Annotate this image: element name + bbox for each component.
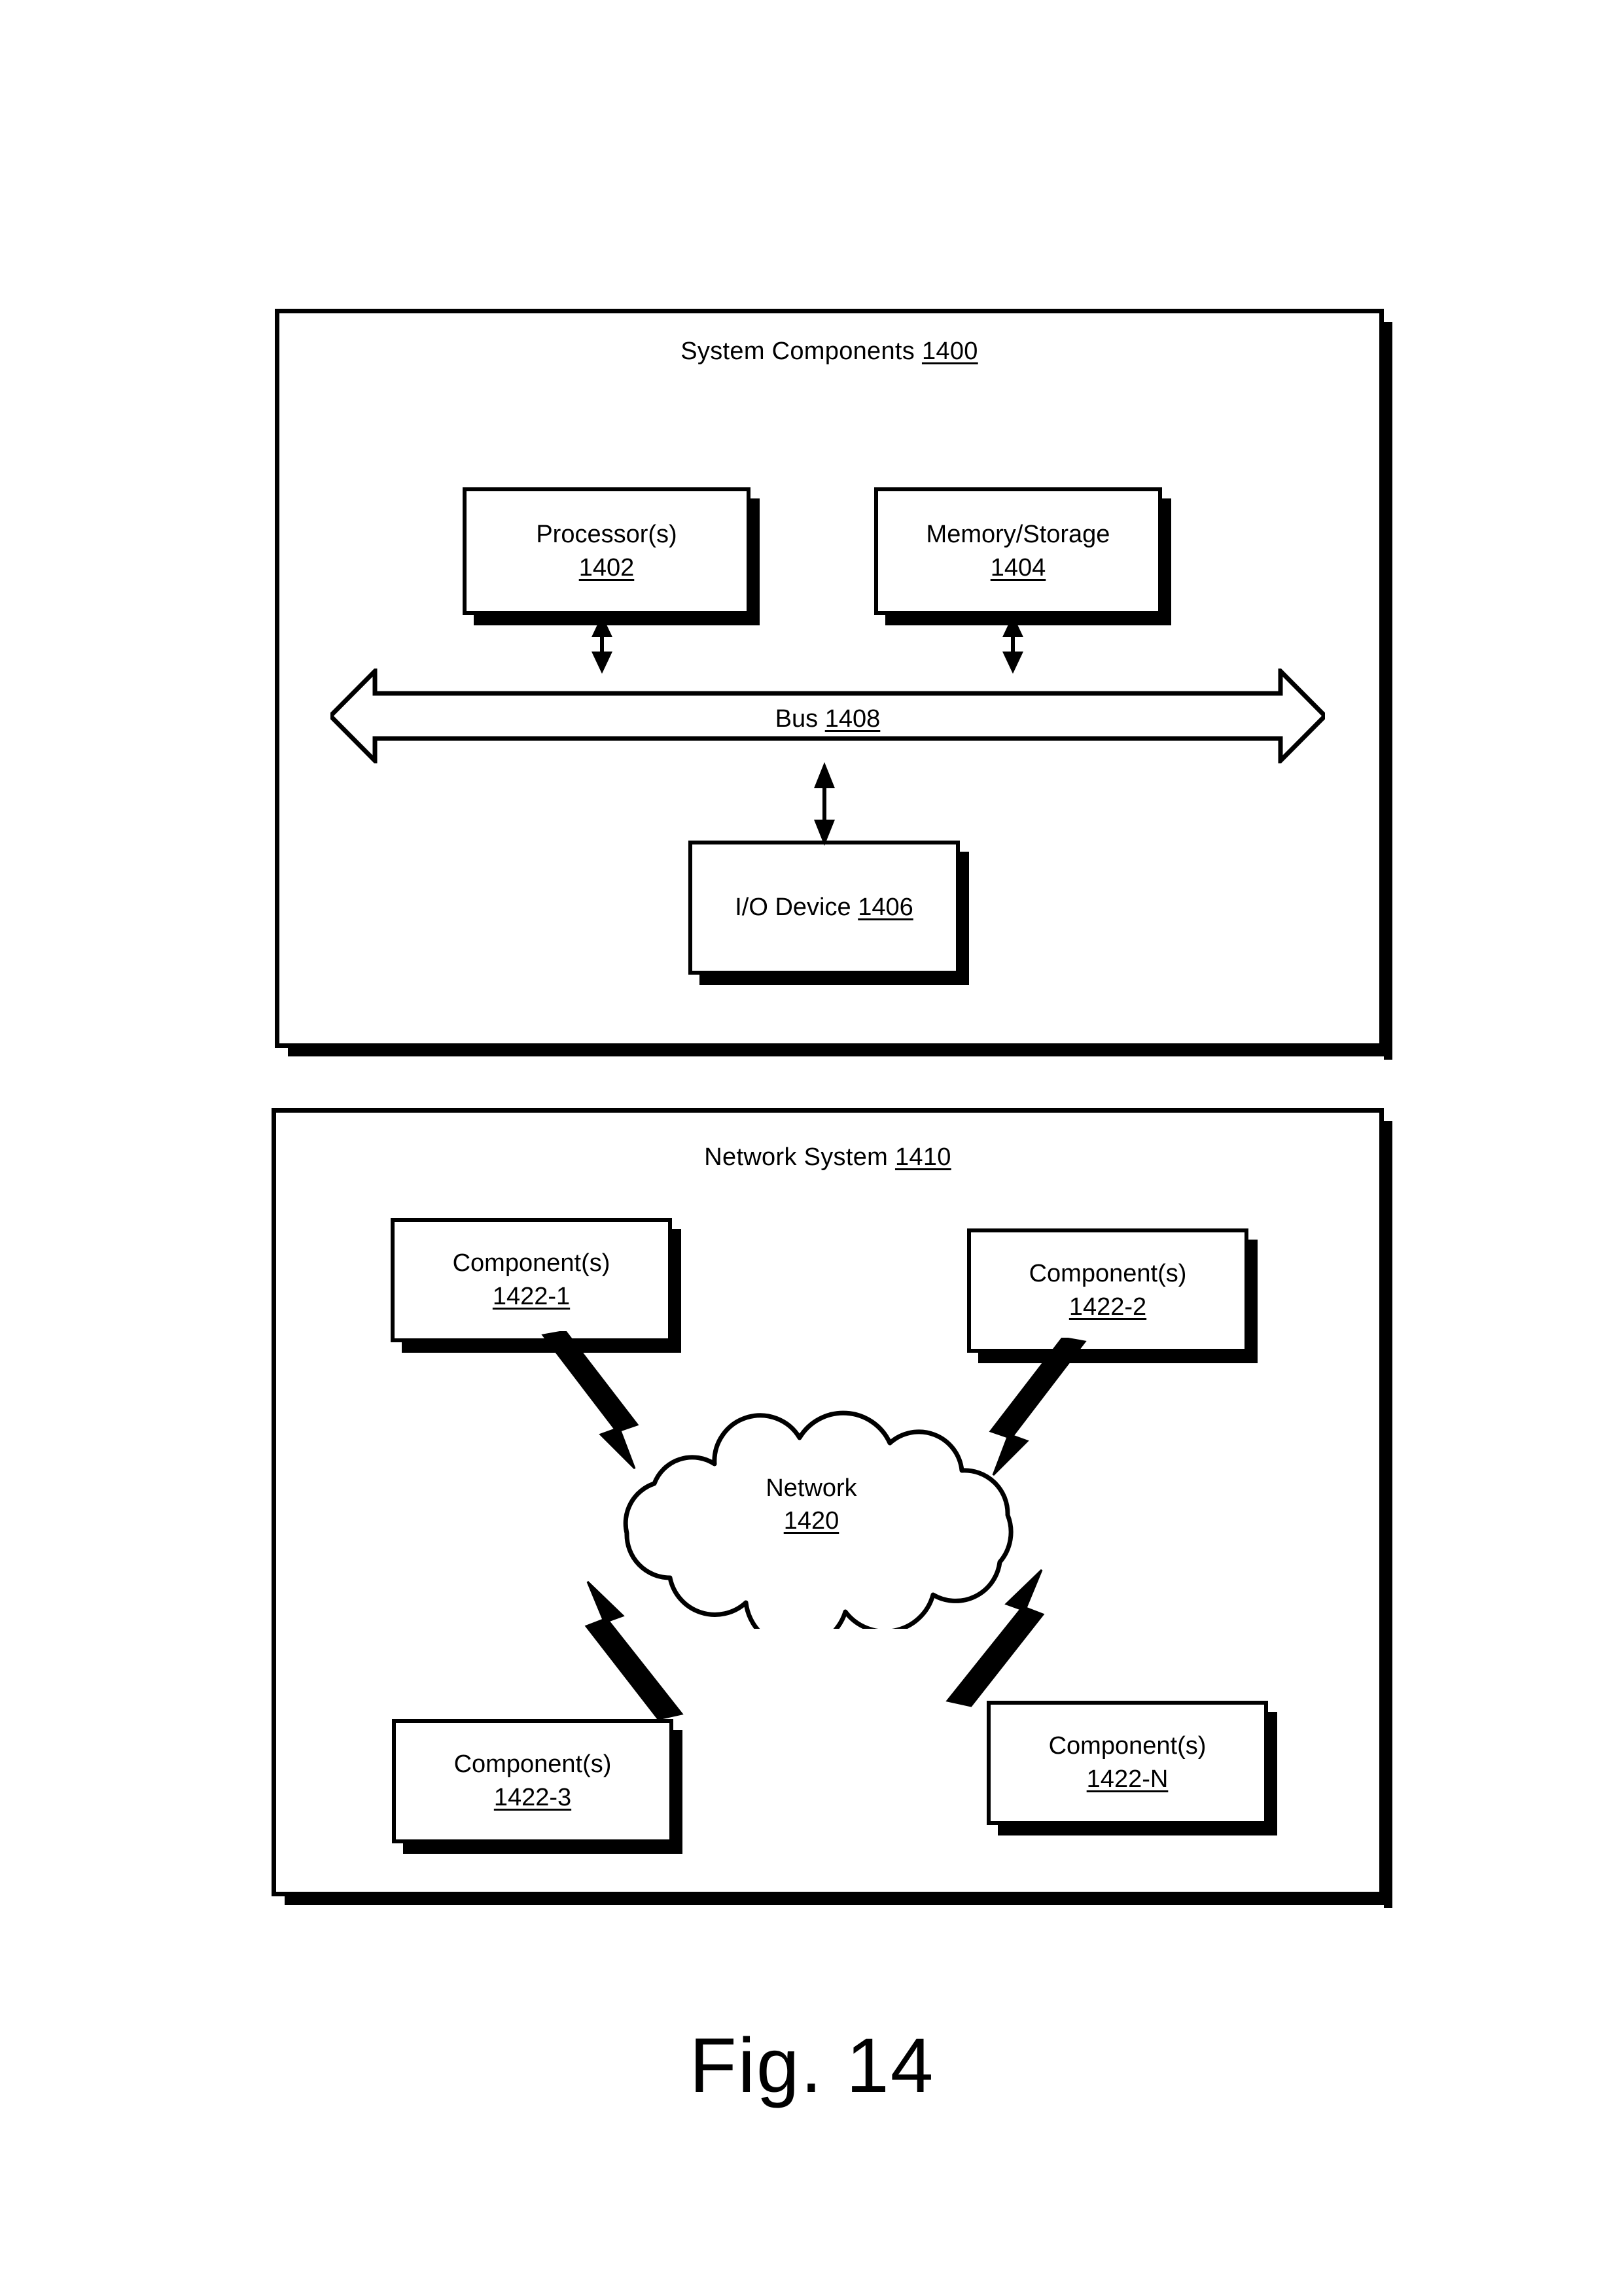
- processor-ref: 1402: [578, 553, 635, 582]
- system-panel-title-text: System Components: [680, 338, 915, 365]
- component-1-label: Component(s): [452, 1249, 610, 1278]
- component-2-ref: 1422-2: [1068, 1293, 1147, 1321]
- figure-caption: Fig. 14: [689, 2023, 935, 2109]
- component-n-label: Component(s): [1048, 1732, 1207, 1760]
- memory-ref: 1404: [990, 553, 1046, 582]
- component-3-label: Component(s): [453, 1750, 612, 1779]
- bus-label-text: Bus: [775, 705, 819, 733]
- processor-label: Processor(s): [536, 520, 677, 548]
- component-n-box-shadow-bottom: [998, 1825, 1277, 1835]
- network-cloud-shape: [623, 1410, 1014, 1629]
- component-1-box-shadow-right: [672, 1229, 681, 1353]
- processor-box-shadow-right: [750, 498, 760, 625]
- bus-io-connector-arrow: [814, 762, 835, 846]
- component-box-3: Component(s) 1422-3: [392, 1719, 673, 1843]
- component-2-box-shadow-right: [1248, 1240, 1258, 1363]
- component-box-n: Component(s) 1422-N: [987, 1701, 1268, 1825]
- system-panel-title: System Components 1400: [275, 338, 1384, 366]
- component-box-1: Component(s) 1422-1: [391, 1218, 672, 1342]
- component-1-ref: 1422-1: [492, 1283, 571, 1310]
- system-panel-title-ref: 1400: [921, 338, 978, 365]
- network-panel-title-ref: 1410: [894, 1143, 951, 1171]
- component-3-box-shadow-right: [673, 1730, 682, 1854]
- network-cloud-ref: 1420: [783, 1507, 839, 1535]
- io-device-box: I/O Device 1406: [688, 841, 960, 975]
- lightning-bolt-component-2: [989, 1338, 1087, 1476]
- system-panel-shadow-bottom: [288, 1048, 1392, 1056]
- network-panel-title-text: Network System: [704, 1143, 889, 1171]
- io-device-label: I/O Device: [735, 894, 851, 922]
- component-3-box-shadow-bottom: [403, 1843, 682, 1854]
- network-panel-title: Network System 1410: [272, 1143, 1384, 1172]
- memory-box-shadow-right: [1162, 498, 1171, 625]
- lightning-bolt-component-n: [945, 1569, 1045, 1707]
- processor-box: Processor(s) 1402: [463, 487, 750, 615]
- network-cloud-label: Network 1420: [550, 1472, 1073, 1537]
- bus-ref: 1408: [824, 705, 881, 733]
- memory-box-shadow-bottom: [885, 615, 1171, 625]
- memory-label: Memory/Storage: [926, 520, 1110, 548]
- component-2-label: Component(s): [1029, 1260, 1187, 1288]
- network-panel-shadow-right: [1384, 1121, 1392, 1908]
- io-device-ref: 1406: [858, 894, 913, 922]
- processor-bus-connector-arrow: [591, 615, 612, 674]
- component-box-2: Component(s) 1422-2: [967, 1228, 1248, 1353]
- component-n-box-shadow-right: [1268, 1712, 1277, 1835]
- component-n-ref: 1422-N: [1086, 1765, 1169, 1793]
- component-1-box-shadow-bottom: [402, 1342, 681, 1353]
- lightning-bolt-component-1: [541, 1331, 639, 1470]
- io-device-box-shadow-bottom: [699, 975, 969, 985]
- io-device-box-shadow-right: [960, 852, 969, 985]
- network-panel-shadow-bottom: [285, 1896, 1392, 1905]
- lightning-bolt-component-3: [584, 1580, 684, 1720]
- io-device-line: I/O Device 1406: [735, 892, 913, 924]
- processor-box-shadow-bottom: [474, 615, 760, 625]
- network-cloud-label-text: Network: [766, 1474, 857, 1502]
- bus-arrow-shape: [330, 669, 1325, 763]
- component-3-ref: 1422-3: [493, 1784, 572, 1811]
- system-panel-shadow-right: [1384, 322, 1392, 1060]
- memory-storage-box: Memory/Storage 1404: [874, 487, 1162, 615]
- bus-label: Bus 1408: [330, 705, 1325, 733]
- memory-bus-connector-arrow: [1002, 615, 1023, 674]
